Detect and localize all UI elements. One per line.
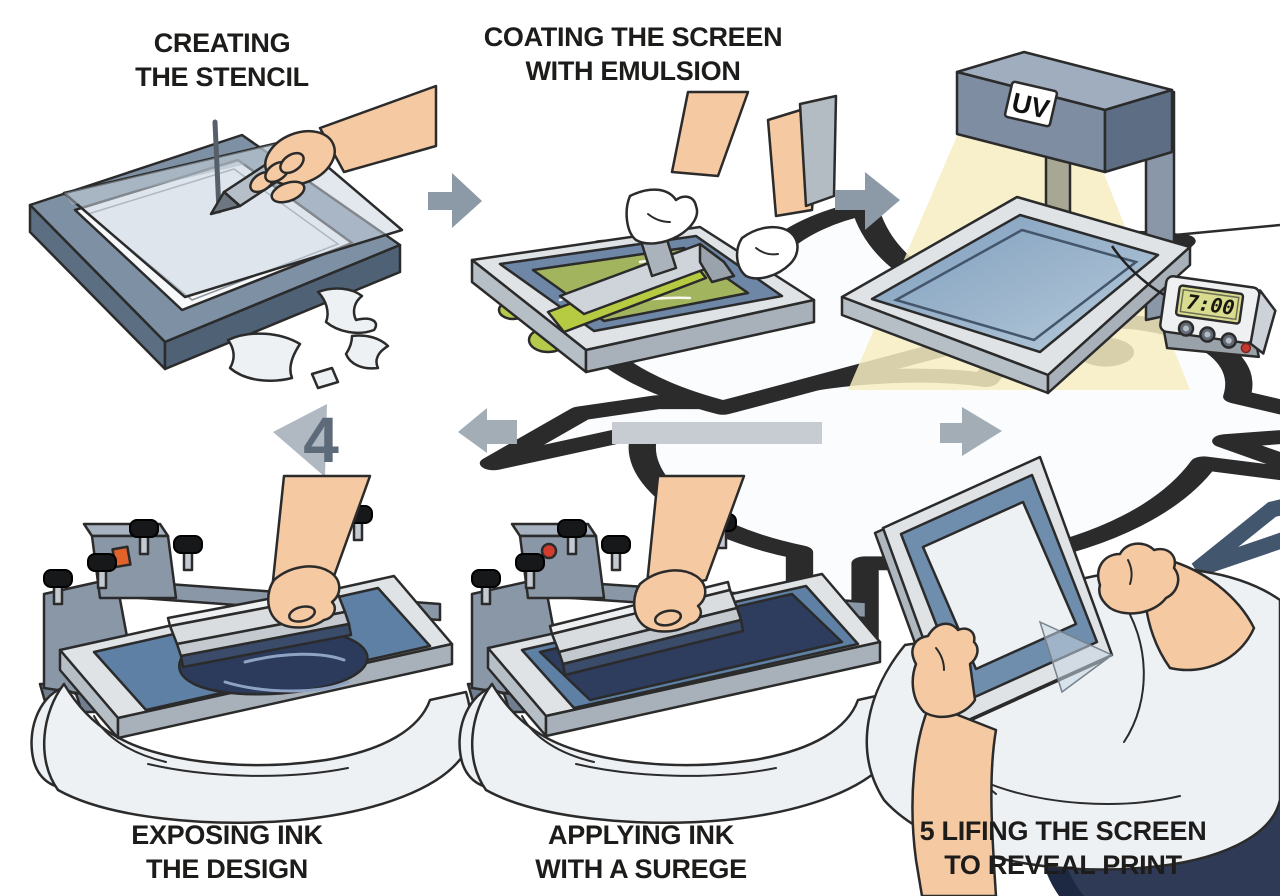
- label-creating-stencil: CREATING THE STENCIL: [72, 26, 372, 94]
- printer-hand: [267, 474, 372, 629]
- label-line: THE STENCIL: [135, 62, 309, 92]
- step-number-4: 4: [303, 404, 339, 476]
- right-lifting-hand: [1097, 542, 1256, 672]
- coater-arms: [670, 90, 838, 218]
- exposure-timer: 7:00: [1159, 275, 1277, 359]
- tshirt-platen: [458, 682, 901, 824]
- panel-lifting-screen: [865, 328, 1280, 896]
- panel-applying-ink: [458, 474, 1280, 896]
- printer-hand: [633, 474, 746, 633]
- right-arrow-icon: [428, 173, 482, 228]
- label-line: APPLYING INK: [548, 820, 734, 850]
- label-line: CREATING: [153, 28, 291, 58]
- large-left-arrow-icon: 4: [273, 404, 339, 477]
- label-coating-screen: COATING THE SCREEN WITH EMULSION: [478, 20, 788, 88]
- paper-scraps: [226, 287, 390, 390]
- label-line: THE DESIGN: [145, 854, 309, 884]
- uv-label-plate: [1003, 80, 1059, 128]
- horizontal-bar-icon: [612, 422, 822, 444]
- cutting-blade-icon: [212, 119, 222, 214]
- right-arrow-icon: [940, 407, 1002, 456]
- panel-uv-exposure: UV 7:00: [840, 50, 1280, 783]
- label-line: WITH A SUREGE: [535, 854, 747, 884]
- label-exposing-design: EXPOSING INK THE DESIGN: [72, 818, 382, 886]
- left-lifting-hand: [911, 622, 998, 896]
- press-red-button: [540, 542, 558, 560]
- flow-arrows: 4: [273, 172, 1002, 477]
- label-lifting-screen: 5 LIFING THE SCREEN TO REVEAL PRINT: [888, 814, 1238, 882]
- scoop-coater-icon: [546, 228, 736, 334]
- uv-lamp-unit: UV: [955, 50, 1174, 174]
- panel-flooding-ink: [30, 474, 473, 824]
- artist-hand: [249, 84, 438, 204]
- timer-red-light: [1240, 342, 1252, 354]
- panel-creating-stencil: [28, 84, 1280, 643]
- label-line: WITH EMULSION: [525, 56, 741, 86]
- label-line: 5 LIFING THE SCREEN: [919, 816, 1207, 846]
- screen-film-corner: [1038, 620, 1114, 694]
- label-applying-ink: APPLYING INK WITH A SUREGE: [486, 818, 796, 886]
- label-line: EXPOSING INK: [131, 820, 323, 850]
- panel-coating-emulsion: [470, 90, 838, 374]
- small-left-arrow-icon: [458, 408, 517, 453]
- gloved-hands: [625, 188, 799, 280]
- label-line: COATING THE SCREEN: [483, 22, 783, 52]
- label-line: TO REVEAL PRINT: [944, 850, 1182, 880]
- right-arrow-icon: [835, 172, 900, 230]
- tshirt-platen: [30, 682, 473, 824]
- exposure-screen: [840, 195, 1280, 783]
